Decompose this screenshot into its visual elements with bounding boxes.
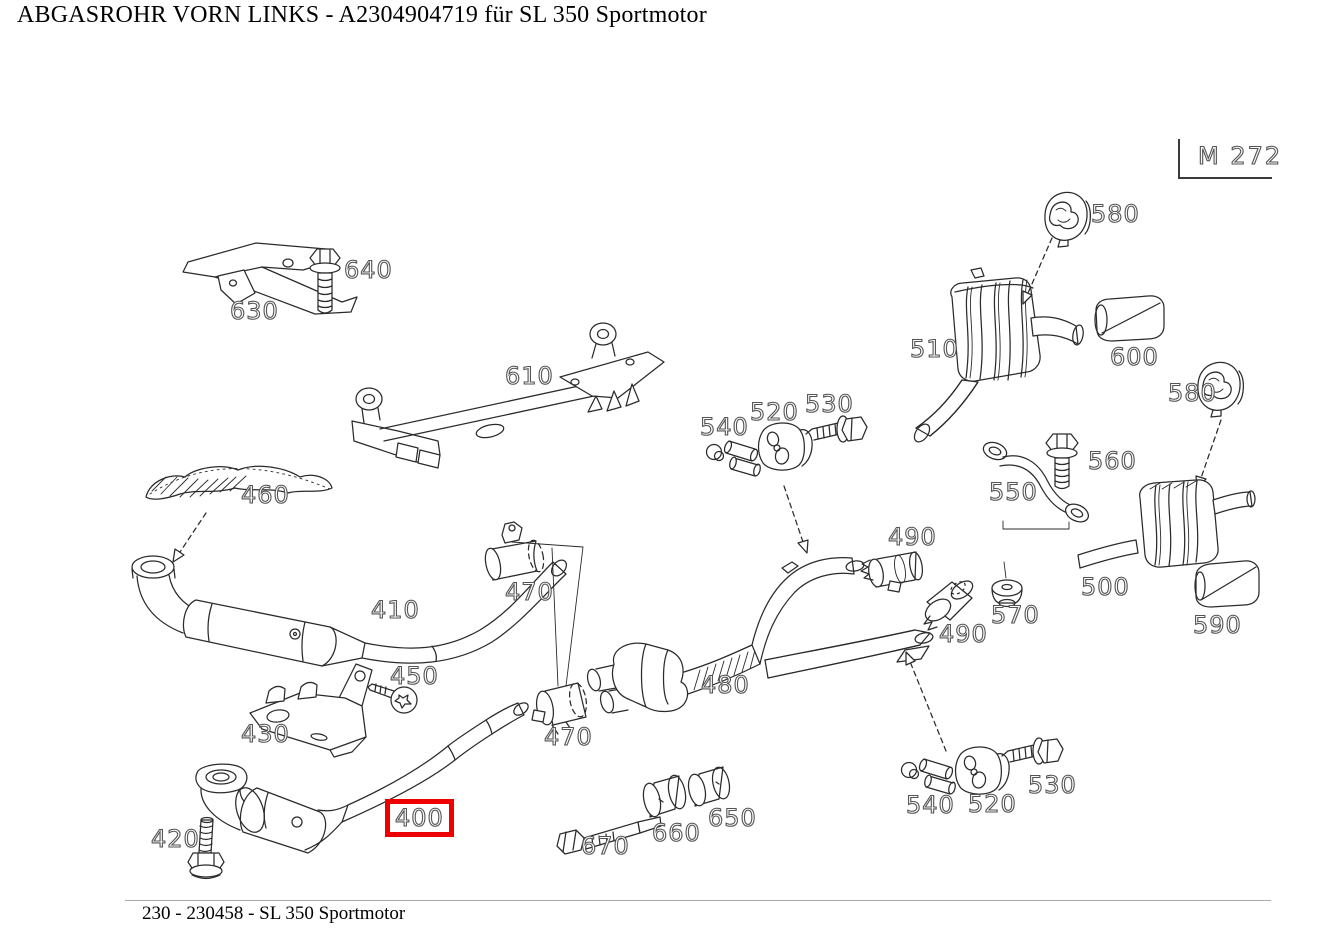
- part-label-630[interactable]: 630: [229, 297, 279, 325]
- footer-model-text: 230 - 230458 - SL 350 Sportmotor: [142, 903, 406, 924]
- engine-code-label: M 272: [1197, 142, 1283, 170]
- part-label-590[interactable]: 590: [1192, 611, 1242, 639]
- part-670-art: [556, 816, 662, 855]
- part-420-art: [187, 816, 225, 880]
- part-label-480[interactable]: 480: [700, 671, 750, 699]
- part-490-upper-art: [860, 551, 924, 593]
- part-560-art: [1045, 433, 1079, 490]
- part-label-450[interactable]: 450: [389, 662, 439, 690]
- part-410-art: [131, 555, 568, 667]
- part-520-lower-art: [954, 746, 1010, 795]
- part-label-410[interactable]: 410: [370, 596, 420, 624]
- footer-divider: [125, 900, 1271, 901]
- page-title: ABGASROHR VORN LINKS - A2304904719 für S…: [17, 2, 707, 28]
- part-label-490-lower[interactable]: 490: [938, 620, 988, 648]
- part-label-470-lower[interactable]: 470: [543, 723, 593, 751]
- part-label-560[interactable]: 560: [1087, 447, 1137, 475]
- part-580-upper-art: [1022, 191, 1091, 305]
- part-520-upper-art: [757, 422, 813, 471]
- part-630-art: [182, 242, 358, 315]
- part-label-400[interactable]: 400: [394, 804, 444, 832]
- part-530-lower-art: [1001, 737, 1064, 765]
- part-label-520-upper[interactable]: 520: [749, 398, 799, 426]
- part-640-art: [309, 248, 341, 314]
- part-590-art: [1194, 560, 1260, 608]
- part-460-art: [145, 465, 333, 563]
- part-label-490-upper[interactable]: 490: [887, 523, 937, 551]
- install-arrow-520-lower: [905, 651, 947, 752]
- part-570-art: [991, 561, 1023, 608]
- part-label-640[interactable]: 640: [343, 256, 393, 284]
- part-470-upper-art: [484, 521, 545, 581]
- part-label-550[interactable]: 550: [988, 478, 1038, 506]
- part-label-660[interactable]: 660: [651, 819, 701, 847]
- part-label-510[interactable]: 510: [909, 335, 959, 363]
- part-label-470-upper[interactable]: 470: [504, 578, 554, 606]
- part-510-art: [913, 267, 1084, 443]
- part-610-art: [351, 322, 665, 469]
- part-660-art: [642, 774, 687, 818]
- install-arrow-520-upper: [783, 485, 809, 554]
- part-label-530-lower[interactable]: 530: [1027, 771, 1077, 799]
- part-450-art: [367, 683, 418, 714]
- part-650-art: [687, 766, 731, 807]
- part-label-610[interactable]: 610: [504, 362, 554, 390]
- part-label-500[interactable]: 500: [1080, 573, 1130, 601]
- part-500-art: [1077, 479, 1256, 569]
- part-550-art: [982, 441, 1090, 530]
- part-label-460[interactable]: 460: [240, 481, 290, 509]
- leader-470: [511, 541, 584, 687]
- part-label-600[interactable]: 600: [1109, 343, 1159, 371]
- part-label-650[interactable]: 650: [707, 804, 757, 832]
- part-label-430[interactable]: 430: [240, 720, 290, 748]
- part-label-540-upper[interactable]: 540: [699, 413, 749, 441]
- part-label-670[interactable]: 670: [580, 832, 630, 860]
- part-label-570[interactable]: 570: [990, 601, 1040, 629]
- part-label-540-lower[interactable]: 540: [905, 791, 955, 819]
- part-label-420[interactable]: 420: [150, 825, 200, 853]
- part-530-upper-art: [805, 415, 868, 443]
- part-480-art: [586, 556, 934, 714]
- part-label-530-upper[interactable]: 530: [804, 390, 854, 418]
- part-label-580-lower[interactable]: 580: [1167, 379, 1217, 407]
- part-430-art: [249, 663, 373, 758]
- part-label-520-lower[interactable]: 520: [967, 790, 1017, 818]
- part-400-art: [195, 702, 529, 854]
- part-490-lower-art: [923, 580, 974, 631]
- selected-part-highlight-box: 400: [385, 799, 454, 837]
- part-600-art: [1094, 295, 1165, 342]
- part-470-lower-art: [531, 682, 588, 735]
- engine-code-box: [1178, 139, 1272, 179]
- part-label-580-upper[interactable]: 580: [1090, 200, 1140, 228]
- part-540-lower-art: [900, 757, 958, 796]
- part-540-upper-art: [705, 439, 763, 478]
